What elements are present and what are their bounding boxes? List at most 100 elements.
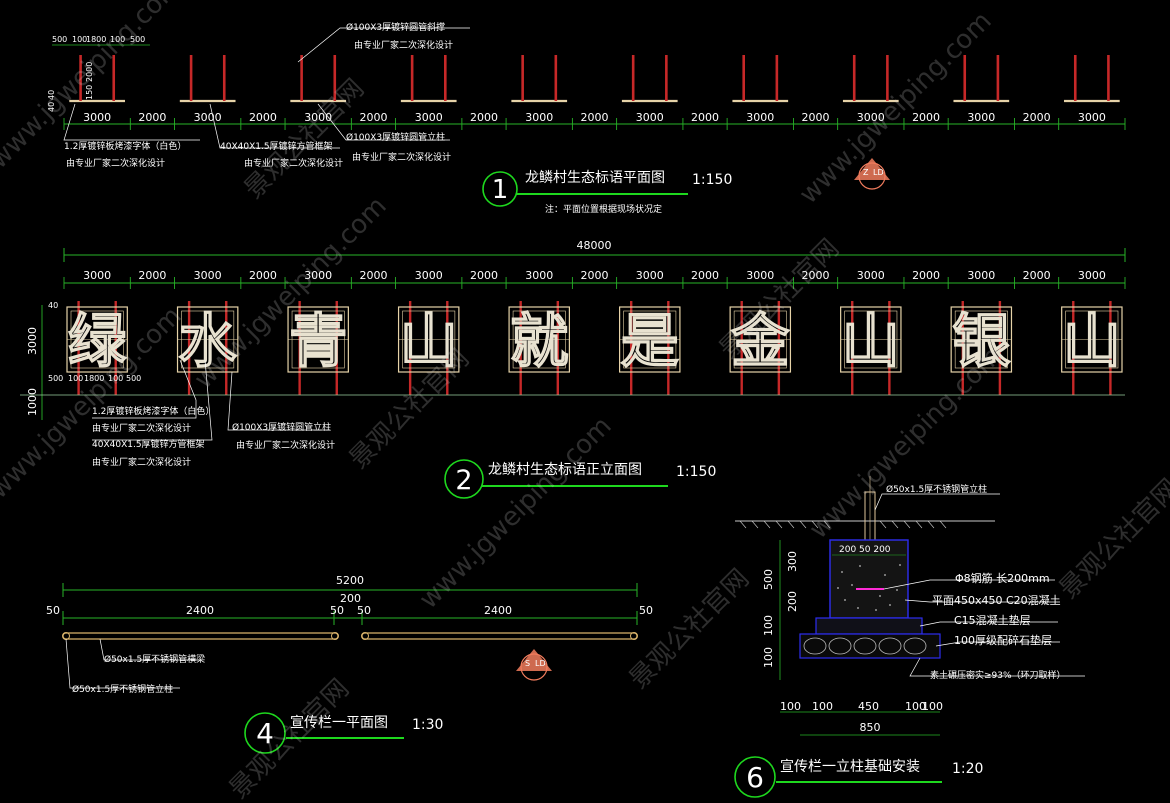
- board-rail-left: [62, 632, 339, 640]
- elevation-dim-label: 2000: [470, 269, 498, 282]
- note-frame-2: 由专业厂家二次深化设计: [92, 456, 191, 468]
- board-title-block: 4 宣传栏一平面图 1:30: [244, 712, 443, 754]
- leader-frame: [209, 103, 340, 149]
- elevation-leaders: [92, 359, 330, 441]
- leader-font: [92, 359, 197, 419]
- elevation-dim-label: 3000: [636, 269, 664, 282]
- dim-1000: 1000: [26, 388, 39, 416]
- plan-dim-label: 2000: [249, 111, 277, 124]
- plan-dim-label: 3000: [857, 111, 885, 124]
- note-frame-2: 由专业厂家二次深化设计: [244, 157, 343, 169]
- plan-dim-label: 3000: [304, 111, 332, 124]
- elevation-dim-label: 3000: [1078, 269, 1106, 282]
- leader-font: [63, 103, 200, 141]
- watermark-cn: 景观公社官网: [1054, 473, 1170, 605]
- layer-c20: 平面450x450 C20混凝土: [932, 593, 1061, 607]
- dim-3000: 3000: [26, 327, 39, 355]
- elevation-dim-label: 2000: [1023, 269, 1051, 282]
- character-board: 银: [950, 301, 1013, 395]
- plan-title: 龙鳞村生态标语平面图: [525, 170, 665, 186]
- plan-view: 3000 2000 3000 2000 3000 2000 3000 2000 3000 2000…: [47, 21, 1126, 215]
- dim-100: 100: [780, 700, 801, 713]
- title-number: 1: [492, 175, 509, 205]
- note-frame-1: 40X40X1.5厚镀锌方管框架: [220, 140, 333, 152]
- note-font-2: 由专业厂家二次深化设计: [66, 157, 165, 169]
- concrete-speckle: [837, 564, 901, 611]
- elevation-title: 龙鳞村生态标语正立面图: [488, 462, 642, 478]
- c15-cushion: [815, 617, 923, 635]
- dim-200: 200: [340, 592, 361, 605]
- dim-100: 100: [108, 374, 123, 383]
- post-marker: [331, 632, 339, 640]
- plan-dim-label: 2000: [359, 111, 387, 124]
- dim-200: 200: [786, 591, 799, 612]
- foundation-leaders: [874, 493, 1085, 677]
- plan-dim-label: 3000: [636, 111, 664, 124]
- leader-frame: [92, 359, 213, 441]
- elevation-overall-dim: 48000: [63, 239, 1126, 262]
- north-arrow-icon: Z LD: [854, 158, 890, 190]
- compass-top: Z: [863, 168, 869, 177]
- plan-top-left-dims: 500 100 1800 100 500 2000 150 40 40: [47, 35, 150, 112]
- top-dims: 200 50 200: [839, 545, 891, 555]
- elevation-dim-label: 3000: [525, 269, 553, 282]
- dim-50: 50: [357, 604, 371, 617]
- dim-40: 40: [48, 301, 58, 310]
- dim-100: 100: [68, 374, 83, 383]
- board-character: 青: [289, 307, 347, 375]
- dim-500: 500: [52, 35, 67, 44]
- board-plan-view: 5200 50 2400 50 200 50 2400 50 Ø50x1.5厚不…: [46, 574, 653, 754]
- dim-450: 450: [858, 700, 879, 713]
- layer-c15: C15混凝土垫层: [954, 613, 1031, 627]
- note-font-2: 由专业厂家二次深化设计: [92, 422, 191, 434]
- plan-dim-label: 3000: [194, 111, 222, 124]
- dim-40: 40: [47, 102, 56, 112]
- plan-dim-label: 2000: [1023, 111, 1051, 124]
- compass-right: LD: [873, 168, 884, 177]
- layer-rebar: Φ8钢筋 长200mm: [955, 571, 1050, 585]
- post-marker: [630, 632, 638, 640]
- elevation-boards: 绿水青山就是金山银山: [66, 301, 1123, 395]
- character-board: 山: [840, 301, 902, 395]
- note-post-1: Ø100X3厚镀锌圆管立柱: [346, 131, 445, 143]
- dim-100: 100: [922, 700, 943, 713]
- board-character: 银: [952, 307, 1010, 375]
- character-board: 山: [397, 301, 460, 395]
- plan-dimension-row: 3000 2000 3000 2000 3000 2000 3000 2000 3000 2000…: [63, 111, 1126, 130]
- note-post-1: Ø100X3厚镀锌圆管立柱: [232, 421, 331, 433]
- dim-1800: 1800: [84, 374, 104, 383]
- elevation-dim-label: 2000: [249, 269, 277, 282]
- dim-500: 500: [126, 374, 141, 383]
- layer-gravel: 100厚级配碎石垫层: [954, 633, 1052, 647]
- board-rail-right: [361, 632, 638, 640]
- leader-post: [317, 103, 450, 141]
- foundation-title: 宣传栏一立柱基础安装: [780, 758, 920, 775]
- dim-100: 100: [110, 35, 125, 44]
- dim-40: 40: [47, 90, 56, 100]
- plan-note: 注：平面位置根据现场状况定: [545, 203, 662, 215]
- elevation-dim-label: 3000: [304, 269, 332, 282]
- plan-dim-label: 2000: [581, 111, 609, 124]
- leader-pipe-top: [297, 27, 470, 63]
- dim-100: 100: [762, 647, 775, 668]
- note-pipe-top-1: Ø100X3厚镀锌圆管斜撑: [346, 21, 445, 33]
- dim-2000: 2000: [85, 62, 94, 82]
- dim-100: 100: [72, 35, 87, 44]
- dim-50: 50: [330, 604, 344, 617]
- layer-soil: 素土碾压密实≥93%（环刀取样）: [930, 669, 1066, 681]
- watermark-url: www.jgweiping.com: [804, 341, 1008, 545]
- note-rail: Ø50x1.5厚不锈钢管横梁: [104, 653, 205, 665]
- plan-dim-label: 2000: [691, 111, 719, 124]
- post-marker: [361, 632, 369, 640]
- elevation-dim-label: 2000: [912, 269, 940, 282]
- compass-right: LD: [535, 659, 546, 668]
- board-character: 山: [400, 307, 458, 375]
- plan-dim-label: 3000: [415, 111, 443, 124]
- title-number: 2: [455, 465, 472, 496]
- board-character: 绿: [68, 307, 127, 375]
- plan-posts: [69, 55, 1120, 103]
- plan-dim-label: 3000: [1078, 111, 1106, 124]
- foundation-section-view: 200 50 200 300 500 200 100 100 Ø50x1.5厚不…: [734, 476, 1085, 798]
